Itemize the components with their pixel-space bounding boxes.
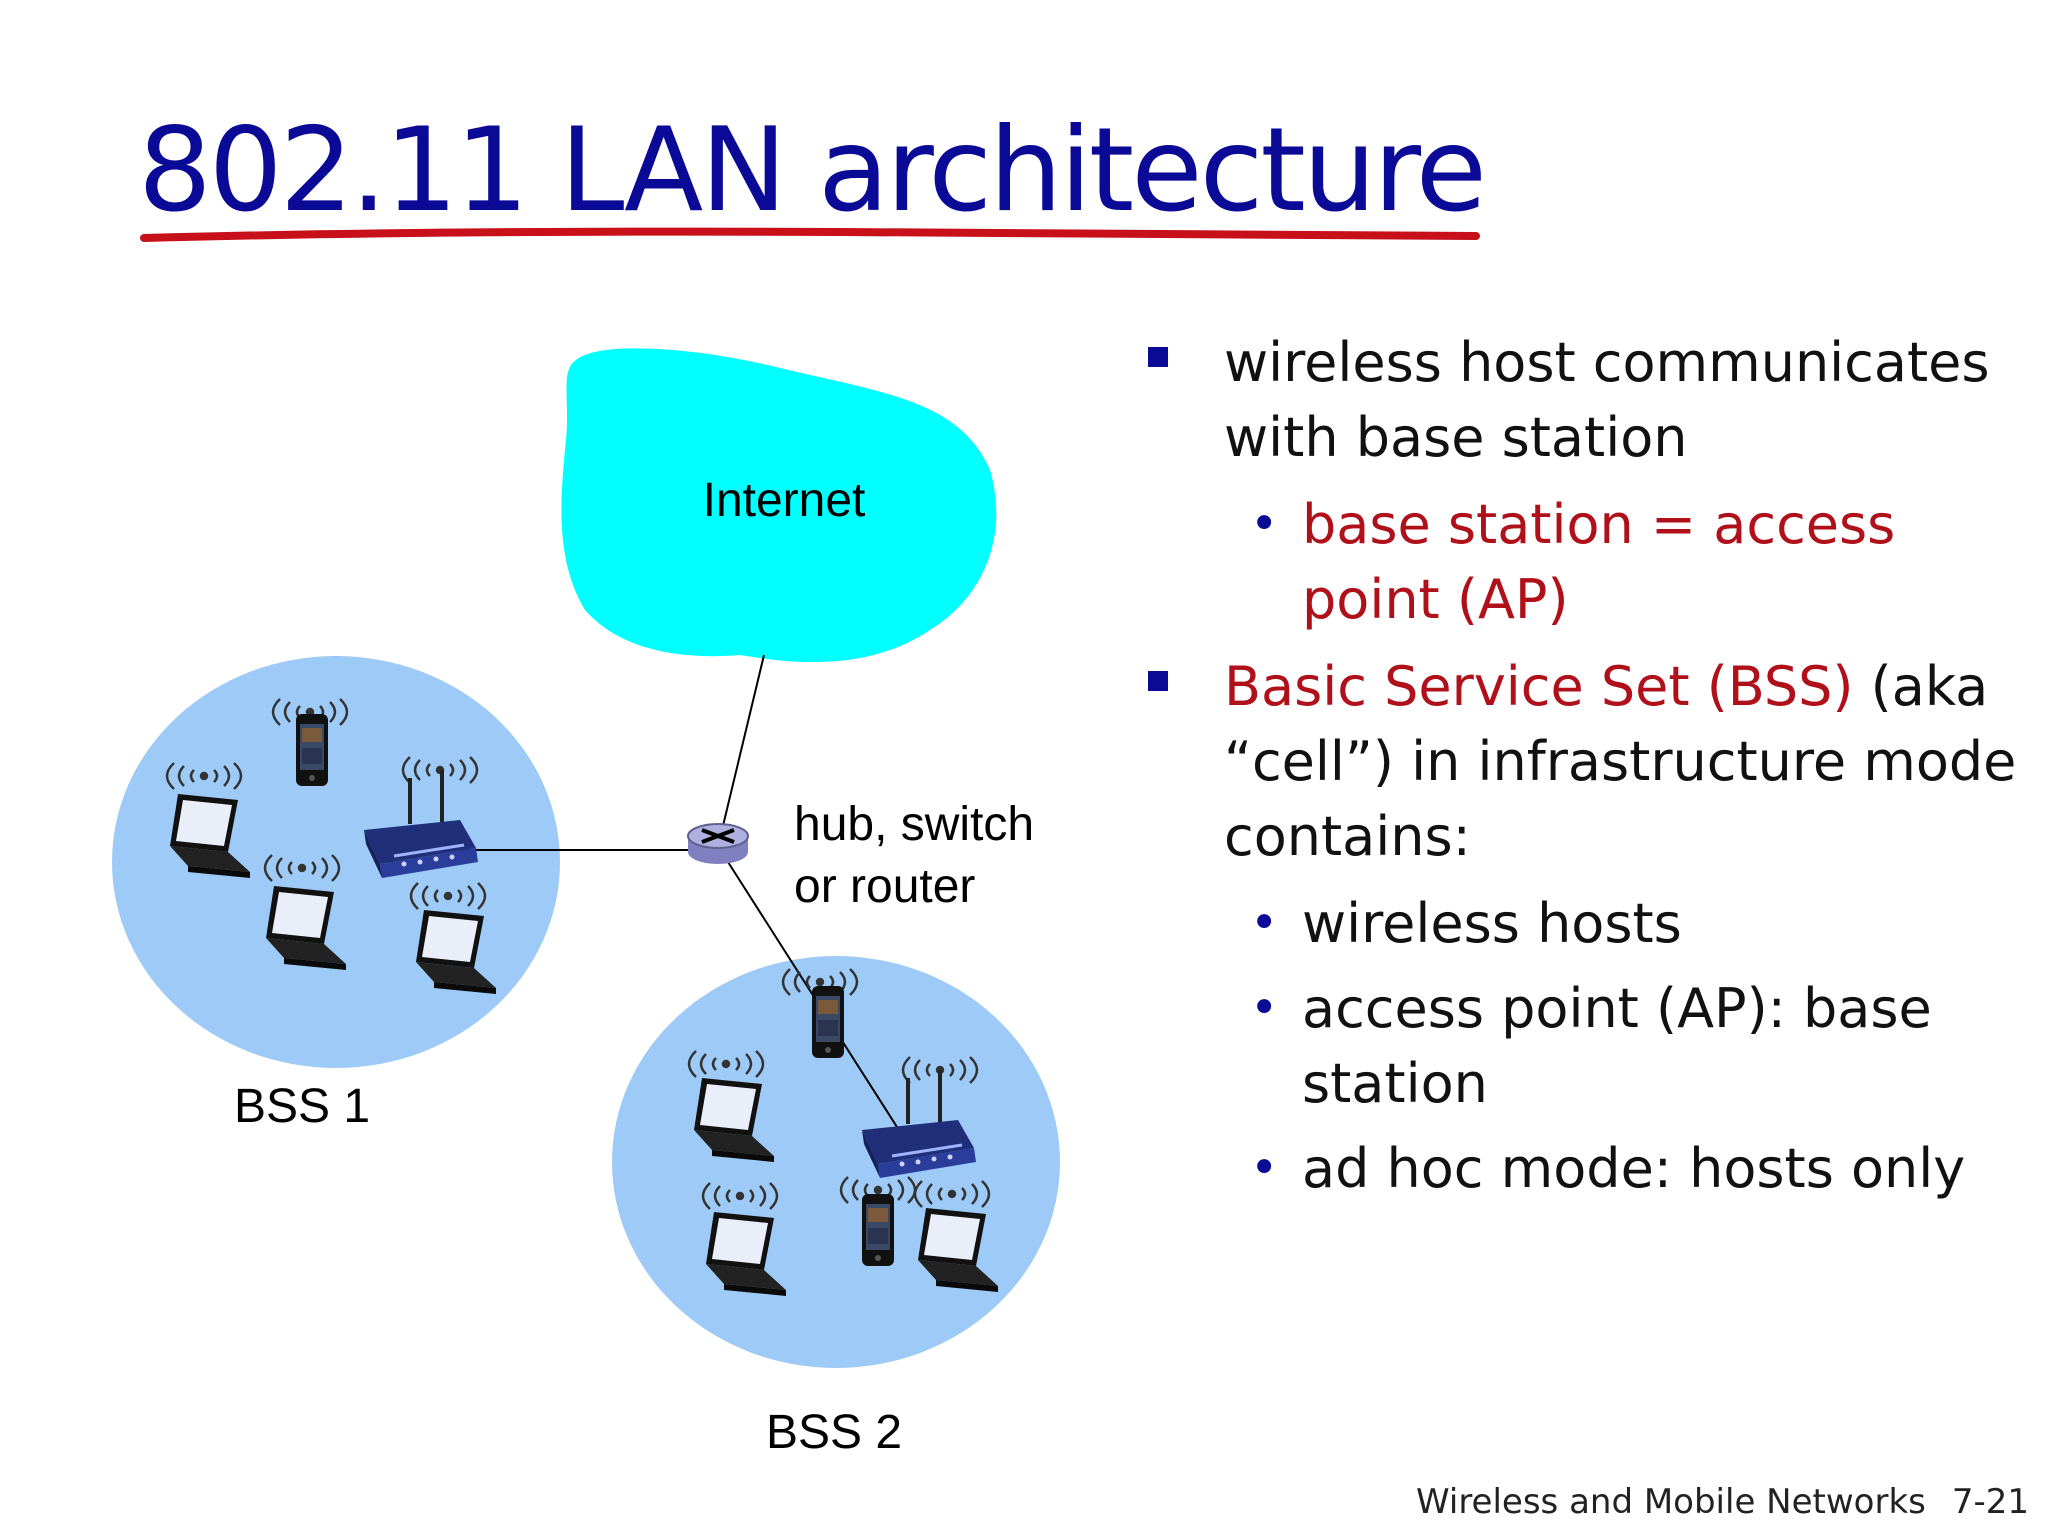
square-bullet-icon xyxy=(1148,671,1168,691)
bss1-area xyxy=(112,656,560,1068)
dot-bullet-icon: • xyxy=(1250,895,1279,951)
subbullet-text: wireless hosts xyxy=(1302,892,1682,955)
subbullet-text: access point (AP): base station xyxy=(1302,977,1932,1115)
subbullet-access-point: • access point (AP): base station xyxy=(1140,971,2040,1121)
dot-bullet-icon: • xyxy=(1250,980,1279,1036)
footer-section: Wireless and Mobile Networks xyxy=(1416,1482,1926,1522)
subbullet-base-station: • base station = access point (AP) xyxy=(1140,487,2040,637)
subbullet-wireless-hosts: • wireless hosts xyxy=(1140,886,2040,961)
dot-bullet-icon: • xyxy=(1250,1140,1279,1196)
bullet-text-highlight: Basic Service Set (BSS) xyxy=(1224,655,1854,718)
subbullet-text: base station = access point (AP) xyxy=(1302,493,1896,631)
slide-footer: Wireless and Mobile Networks 7-21 xyxy=(1416,1482,2029,1522)
footer-page-number: 7-21 xyxy=(1951,1482,2030,1522)
router-label-line2: or router xyxy=(794,860,975,913)
slide-title: 802.11 LAN architecture xyxy=(138,103,1487,238)
bss2-label: BSS 2 xyxy=(766,1406,902,1459)
square-bullet-icon xyxy=(1148,347,1168,367)
bullet-text: (aka “cell”) in infrastructure mode cont… xyxy=(1224,655,2017,868)
dot-bullet-icon: • xyxy=(1250,496,1279,552)
router-label-line1: hub, switch xyxy=(794,798,1034,851)
title-underline xyxy=(140,227,1480,242)
internet-label: Internet xyxy=(703,474,866,527)
bss1-label: BSS 1 xyxy=(234,1080,370,1133)
internet-cloud xyxy=(561,348,997,663)
router-icon xyxy=(687,823,749,864)
bullet-wireless-host: wireless host communicates with base sta… xyxy=(1140,325,2040,475)
link-internet-router xyxy=(721,654,765,831)
subbullet-text: ad hoc mode: hosts only xyxy=(1302,1137,1966,1200)
bullet-text: wireless host communicates with base sta… xyxy=(1224,331,1990,469)
subbullet-ad-hoc: • ad hoc mode: hosts only xyxy=(1140,1131,2040,1206)
bullet-list: wireless host communicates with base sta… xyxy=(1140,325,2040,1206)
bullet-bss: Basic Service Set (BSS) (aka “cell”) in … xyxy=(1140,649,2040,874)
